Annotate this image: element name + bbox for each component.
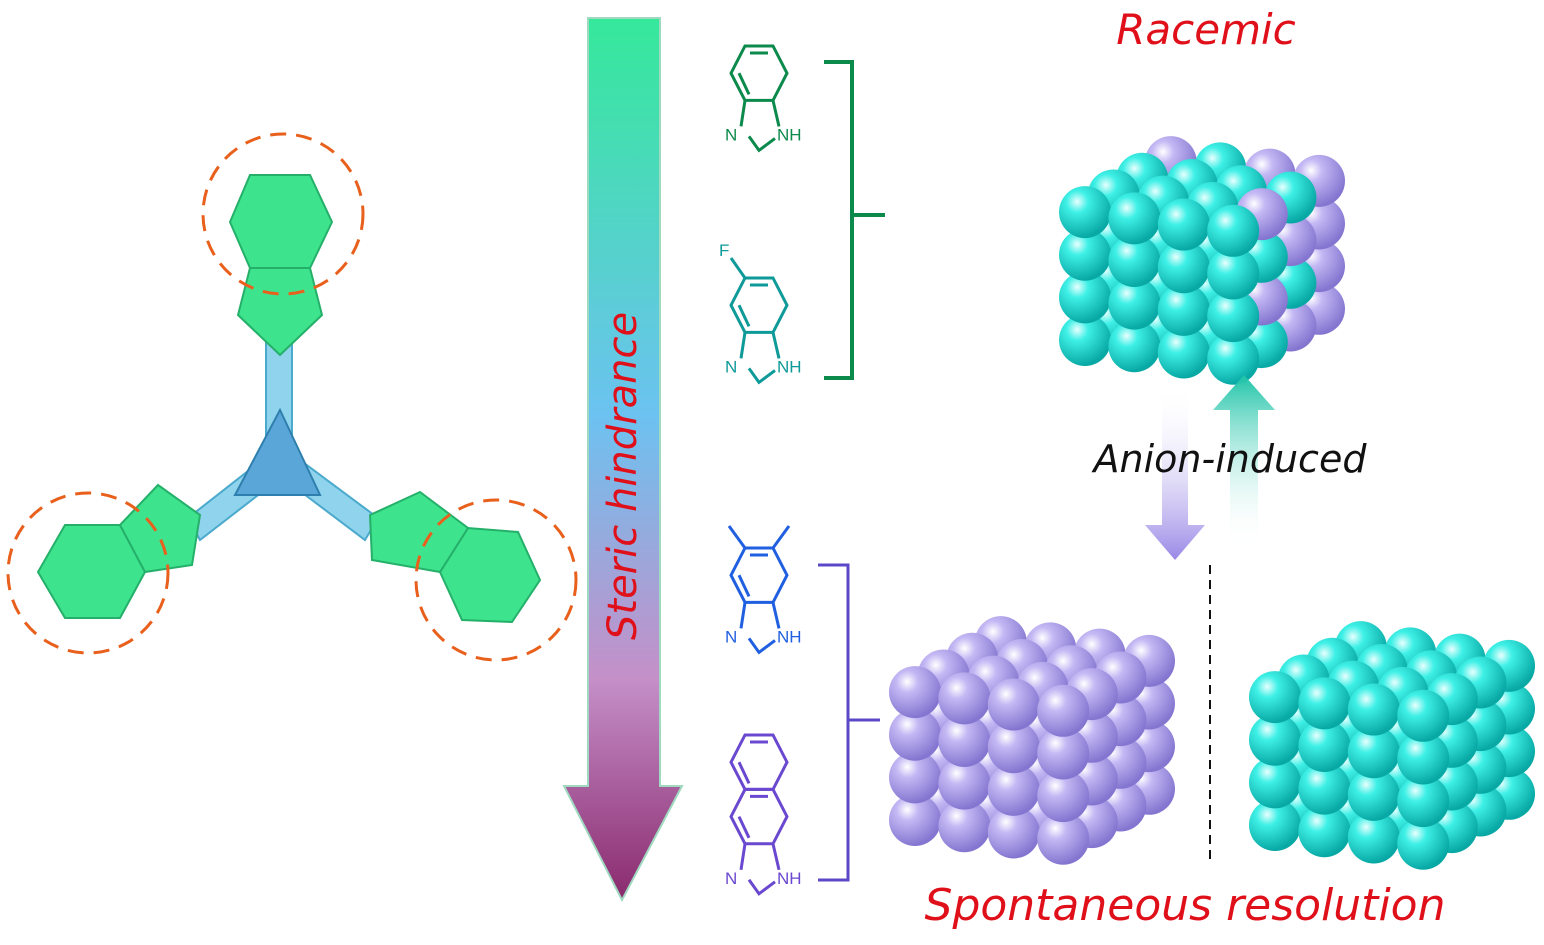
ligand-rings — [36, 174, 542, 624]
nitrogen-label: N — [725, 125, 737, 144]
cyan-sphere — [1298, 762, 1351, 815]
nh-label: NH — [777, 357, 802, 376]
cyan-sphere — [1059, 186, 1111, 239]
cyan-sphere — [1298, 677, 1351, 730]
purple-sphere — [938, 757, 991, 810]
nh-label: NH — [777, 869, 802, 888]
purple-sphere — [938, 714, 991, 767]
nitrogen-label: N — [725, 357, 737, 376]
cyan-sphere — [1157, 198, 1210, 251]
purple-enantiomer-cube — [889, 616, 1175, 865]
cyan-sphere — [1397, 775, 1450, 828]
nh-label: NH — [777, 125, 802, 144]
cyan-sphere — [1298, 719, 1351, 772]
nitrogen-label: N — [725, 869, 737, 888]
cyan-sphere — [1059, 314, 1111, 366]
tripodal-ligand — [6, 132, 578, 662]
cyan-sphere — [1207, 247, 1260, 300]
cyan-sphere — [1108, 234, 1161, 287]
sphere-packing-cubes — [889, 136, 1535, 870]
cyan-sphere — [1397, 732, 1450, 785]
down-arrow — [1145, 385, 1205, 560]
ligand-arms — [186, 339, 380, 542]
purple-sphere — [987, 721, 1040, 774]
cyan-sphere — [1207, 332, 1260, 385]
ligand-structures: N NH N NH F N NH N NH — [719, 44, 802, 896]
ligand-naphthimidazole: N NH — [725, 733, 802, 896]
racemic-cube — [1059, 136, 1345, 385]
cyan-enantiomer-cube — [1249, 621, 1535, 870]
purple-sphere — [889, 666, 941, 719]
racemic-label: Racemic — [1116, 5, 1296, 54]
cyan-sphere — [1249, 799, 1301, 851]
bracket-resolution — [818, 563, 880, 882]
cyan-sphere — [1347, 726, 1400, 779]
purple-sphere — [1037, 770, 1090, 823]
cyan-sphere — [1347, 683, 1400, 736]
bracket-racemic — [824, 60, 885, 380]
cyan-sphere — [1108, 277, 1161, 330]
cyan-sphere — [1157, 326, 1210, 379]
cyan-sphere — [1397, 689, 1450, 742]
purple-sphere — [987, 763, 1040, 816]
dashed-circles — [6, 132, 578, 662]
purple-sphere — [1037, 812, 1090, 865]
purple-sphere — [889, 708, 941, 761]
purple-sphere — [1037, 727, 1090, 780]
steric-hindrance-label: Steric hindrance — [600, 312, 646, 640]
purple-sphere — [889, 794, 941, 846]
purple-sphere — [1037, 684, 1090, 737]
anion-arrows: Anion-induced — [1091, 375, 1368, 560]
cyan-sphere — [1059, 228, 1111, 281]
purple-sphere — [938, 672, 991, 725]
purple-sphere — [987, 678, 1040, 731]
steric-hindrance-arrow: Steric hindrance — [562, 17, 684, 903]
cyan-sphere — [1059, 271, 1111, 324]
spontaneous-resolution-label: Spontaneous resolution — [925, 880, 1446, 931]
purple-sphere — [889, 751, 941, 804]
cyan-sphere — [1249, 671, 1301, 724]
purple-sphere — [938, 800, 991, 853]
fluorine-label: F — [719, 241, 729, 260]
cyan-sphere — [1207, 204, 1260, 257]
cyan-sphere — [1157, 241, 1210, 294]
ligand-5-fluorobenzimidazole: N NH F — [719, 241, 802, 385]
cyan-sphere — [1108, 320, 1161, 373]
cyan-sphere — [1207, 290, 1260, 343]
purple-sphere — [987, 806, 1040, 859]
cyan-sphere — [1249, 756, 1301, 809]
ligand-benzimidazole: N NH — [725, 44, 802, 153]
cyan-sphere — [1397, 817, 1450, 870]
cyan-sphere — [1347, 811, 1400, 864]
cyan-sphere — [1249, 713, 1301, 766]
ligand-5,6-dimethylbenzimidazole: N NH — [725, 525, 802, 655]
cyan-sphere — [1298, 805, 1351, 858]
cyan-sphere — [1347, 768, 1400, 821]
nh-label: NH — [777, 627, 802, 646]
nitrogen-label: N — [725, 627, 737, 646]
cyan-sphere — [1157, 283, 1210, 336]
cyan-sphere — [1108, 192, 1161, 245]
up-arrow — [1213, 375, 1275, 548]
anion-induced-label: Anion-induced — [1091, 437, 1368, 481]
